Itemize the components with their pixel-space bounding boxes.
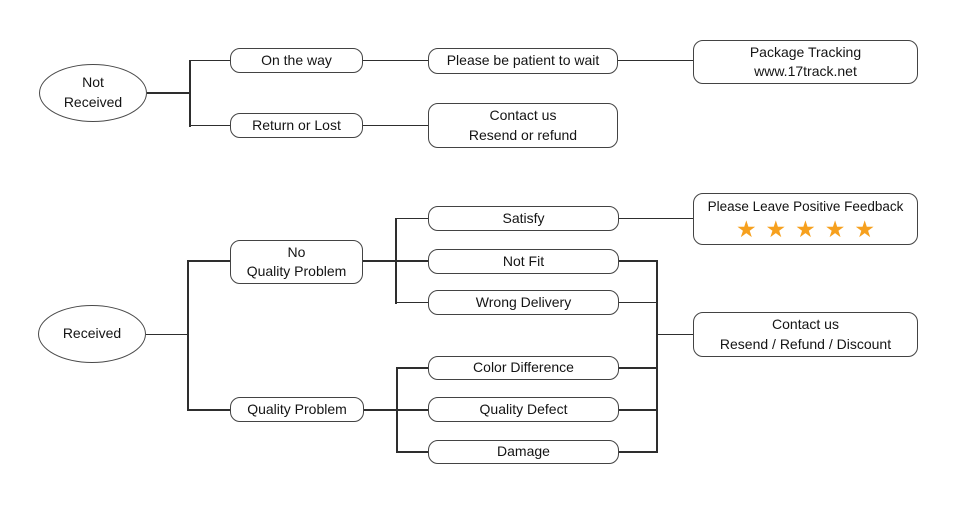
node-label: Please be patient to wait xyxy=(446,52,600,69)
connector-line xyxy=(619,301,657,304)
connector-line xyxy=(190,124,230,127)
node-positive-feedback: Please Leave Positive Feedback ★★★★★ xyxy=(693,193,918,245)
node-label: On the way xyxy=(261,51,332,68)
connector-line xyxy=(397,409,428,411)
node-wrong-delivery: Wrong Delivery xyxy=(428,290,619,315)
connector-line xyxy=(187,260,189,412)
connector-line xyxy=(188,260,230,262)
node-not-fit: Not Fit xyxy=(428,249,619,274)
connector-line xyxy=(656,260,658,453)
five-star-rating-icon: ★★★★★ xyxy=(735,215,885,242)
node-not-received: Not Received xyxy=(39,64,147,122)
node-label: Package Tracking www.17track.net xyxy=(749,43,862,79)
node-label: Contact us Resend / Refund / Discount xyxy=(719,316,892,352)
node-label: Return or Lost xyxy=(252,116,341,133)
connector-line xyxy=(396,217,428,220)
connector-line xyxy=(396,301,428,304)
node-label: Satisfy xyxy=(502,209,545,226)
node-color-difference: Color Difference xyxy=(428,356,619,380)
connector-line xyxy=(363,59,428,62)
node-label: Quality Defect xyxy=(479,400,568,417)
connector-line xyxy=(363,260,396,262)
node-damage: Damage xyxy=(428,440,619,464)
connector-line xyxy=(397,367,428,369)
node-label: Quality Problem xyxy=(247,400,347,417)
connector-line xyxy=(619,451,657,453)
connector-line xyxy=(190,59,230,62)
node-label: Damage xyxy=(497,443,550,460)
node-no-quality-problem: No Quality Problem xyxy=(230,240,363,284)
node-label: Wrong Delivery xyxy=(475,293,572,310)
connector-line xyxy=(619,367,657,369)
node-return-or-lost: Return or Lost xyxy=(230,113,363,138)
connector-line xyxy=(146,333,188,336)
connector-line xyxy=(619,409,657,411)
connector-line xyxy=(189,59,191,127)
node-label: Color Difference xyxy=(473,359,574,376)
connector-line xyxy=(397,451,428,453)
connector-line xyxy=(188,409,230,411)
node-label: Received xyxy=(62,325,122,342)
connector-line xyxy=(363,124,428,127)
node-quality-problem: Quality Problem xyxy=(230,397,364,422)
node-please-be-patient: Please be patient to wait xyxy=(428,48,618,74)
node-satisfy: Satisfy xyxy=(428,206,619,231)
node-on-the-way: On the way xyxy=(230,48,363,73)
connector-line xyxy=(657,333,693,336)
node-contact-resend-refund: Contact us Resend or refund xyxy=(428,103,618,148)
connector-line xyxy=(363,409,397,411)
connector-line xyxy=(619,217,693,220)
connector-line xyxy=(147,92,190,94)
node-quality-defect: Quality Defect xyxy=(428,397,619,422)
node-received: Received xyxy=(38,305,146,363)
connector-line xyxy=(396,260,428,262)
node-label: Not Received xyxy=(63,74,123,110)
node-label: No Quality Problem xyxy=(246,243,347,279)
node-label: Contact us Resend or refund xyxy=(468,107,578,143)
node-contact-discount: Contact us Resend / Refund / Discount xyxy=(693,312,918,357)
connector-line xyxy=(619,260,657,262)
node-label: Please Leave Positive Feedback xyxy=(707,198,904,214)
connector-line xyxy=(618,59,693,62)
node-package-tracking: Package Tracking www.17track.net xyxy=(693,40,918,84)
node-label: Not Fit xyxy=(502,252,545,269)
